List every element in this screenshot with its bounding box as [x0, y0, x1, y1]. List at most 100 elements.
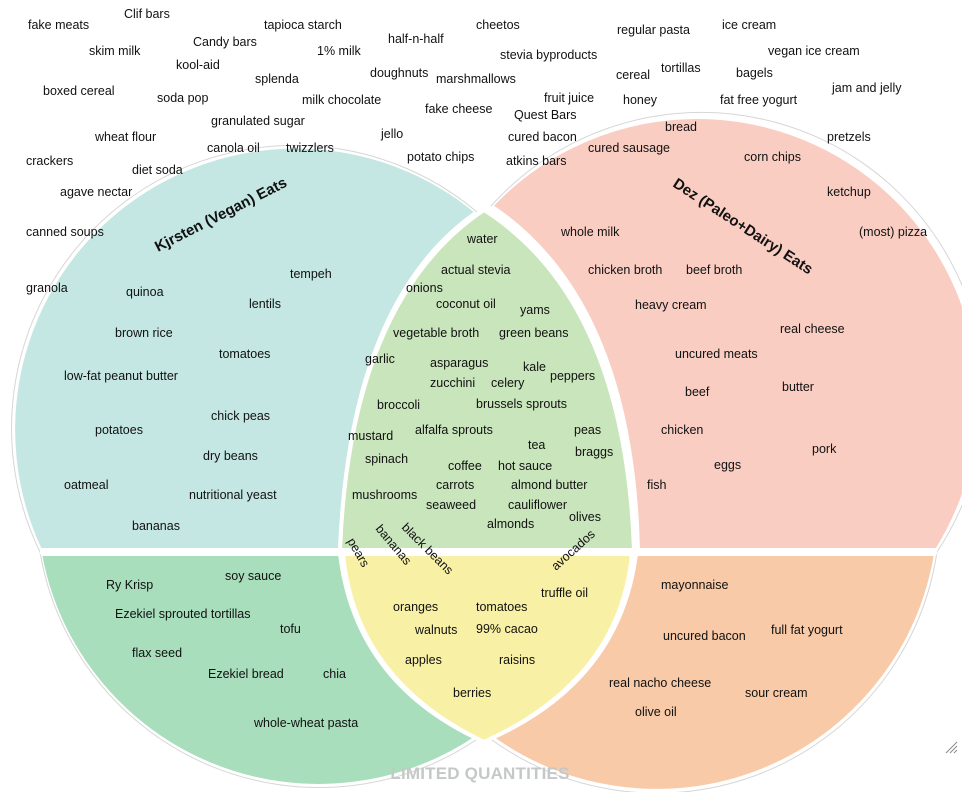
- food-item: whole milk: [560, 225, 620, 239]
- food-item: soda pop: [157, 91, 208, 105]
- food-item: real nacho cheese: [609, 676, 711, 690]
- resize-handle-icon[interactable]: [944, 740, 958, 754]
- food-item: jello: [380, 127, 403, 141]
- food-item: uncured bacon: [663, 629, 746, 643]
- food-item: canola oil: [207, 141, 260, 155]
- food-item: real cheese: [780, 322, 845, 336]
- food-item: mushrooms: [352, 488, 417, 502]
- food-item: tapioca starch: [264, 18, 342, 32]
- food-item: spinach: [365, 452, 408, 466]
- food-item: berries: [453, 686, 491, 700]
- food-item: walnuts: [414, 623, 457, 637]
- food-item: olive oil: [635, 705, 677, 719]
- food-item: corn chips: [744, 150, 801, 164]
- overlap-region: [337, 207, 637, 552]
- food-item: cheetos: [476, 18, 520, 32]
- food-item: tea: [528, 438, 545, 452]
- food-item: chicken: [661, 423, 703, 437]
- food-item: potatoes: [95, 423, 143, 437]
- food-item: beef broth: [686, 263, 742, 277]
- food-item: alfalfa sprouts: [415, 423, 493, 437]
- paleo-only-items: whole milk chicken broth beef broth heav…: [560, 225, 845, 492]
- food-item: brown rice: [115, 326, 173, 340]
- food-item: whole-wheat pasta: [253, 716, 358, 730]
- food-item: broccoli: [377, 398, 420, 412]
- food-item: twizzlers: [286, 141, 334, 155]
- food-item: apples: [405, 653, 442, 667]
- food-item: pretzels: [827, 130, 871, 144]
- food-item: braggs: [575, 445, 613, 459]
- food-item: (most) pizza: [859, 225, 927, 239]
- food-item: hot sauce: [498, 459, 552, 473]
- food-item: tomatoes: [476, 600, 527, 614]
- food-item: soy sauce: [225, 569, 281, 583]
- food-item: celery: [491, 376, 525, 390]
- vegan-only-items: tempeh quinoa lentils brown rice tomatoe…: [64, 267, 332, 533]
- food-item: fat free yogurt: [720, 93, 798, 107]
- food-item: Ezekiel bread: [208, 667, 284, 681]
- food-item: garlic: [365, 352, 395, 366]
- food-item: low-fat peanut butter: [64, 369, 178, 383]
- food-item: bananas: [132, 519, 180, 533]
- paleo-limited-items: mayonnaise uncured bacon full fat yogurt…: [609, 578, 843, 719]
- food-item: dry beans: [203, 449, 258, 463]
- food-item: tomatoes: [219, 347, 270, 361]
- food-item: honey: [623, 93, 658, 107]
- food-item: butter: [782, 380, 814, 394]
- food-item: fruit juice: [544, 91, 594, 105]
- outside-items: fake meats Clif bars tapioca starch chee…: [26, 7, 927, 295]
- food-item: coconut oil: [436, 297, 496, 311]
- food-item: cereal: [616, 68, 650, 82]
- food-item: canned soups: [26, 225, 104, 239]
- food-item: Quest Bars: [514, 108, 577, 122]
- food-item: marshmallows: [436, 72, 516, 86]
- food-item: Ezekiel sprouted tortillas: [115, 607, 250, 621]
- food-item: Clif bars: [124, 7, 170, 21]
- food-item: granulated sugar: [211, 114, 305, 128]
- food-item: asparagus: [430, 356, 488, 370]
- food-item: flax seed: [132, 646, 182, 660]
- food-item: granola: [26, 281, 68, 295]
- paleo-circle-outline: [490, 111, 962, 792]
- food-item: actual stevia: [441, 263, 511, 277]
- food-item: oranges: [393, 600, 438, 614]
- food-item: eggs: [714, 458, 741, 472]
- food-item: cured sausage: [588, 141, 670, 155]
- food-item: tempeh: [290, 267, 332, 281]
- food-item: full fat yogurt: [771, 623, 843, 637]
- food-item: Candy bars: [193, 35, 257, 49]
- food-item: fake meats: [28, 18, 89, 32]
- food-item: doughnuts: [370, 66, 428, 80]
- food-item: Ry Krisp: [106, 578, 153, 592]
- food-item: yams: [520, 303, 550, 317]
- food-item: milk chocolate: [302, 93, 381, 107]
- overlap-items: water actual stevia onions coconut oil y…: [348, 232, 613, 531]
- food-item: kool-aid: [176, 58, 220, 72]
- limited-quantities-label: LIMITED QUANTITIES: [390, 764, 570, 783]
- food-item: regular pasta: [617, 23, 690, 37]
- food-item: chia: [323, 667, 346, 681]
- food-item: almonds: [487, 517, 534, 531]
- food-item: carrots: [436, 478, 474, 492]
- food-item: potato chips: [407, 150, 474, 164]
- food-item: mayonnaise: [661, 578, 728, 592]
- food-item: skim milk: [89, 44, 141, 58]
- food-item: boxed cereal: [43, 84, 115, 98]
- food-item: 1% milk: [317, 44, 362, 58]
- vegan-limited-items: Ry Krisp soy sauce Ezekiel sprouted tort…: [106, 569, 358, 730]
- food-item: green beans: [499, 326, 569, 340]
- food-item: agave nectar: [60, 185, 132, 199]
- food-item: bread: [665, 120, 697, 134]
- food-item: mustard: [348, 429, 393, 443]
- food-item: vegan ice cream: [768, 44, 860, 58]
- food-item: quinoa: [126, 285, 164, 299]
- paleo-limited-region: [488, 552, 939, 792]
- food-item: jam and jelly: [831, 81, 902, 95]
- food-item: oatmeal: [64, 478, 108, 492]
- food-item: vegetable broth: [393, 326, 479, 340]
- food-item: pork: [812, 442, 837, 456]
- food-item: beef: [685, 385, 710, 399]
- food-item: water: [466, 232, 498, 246]
